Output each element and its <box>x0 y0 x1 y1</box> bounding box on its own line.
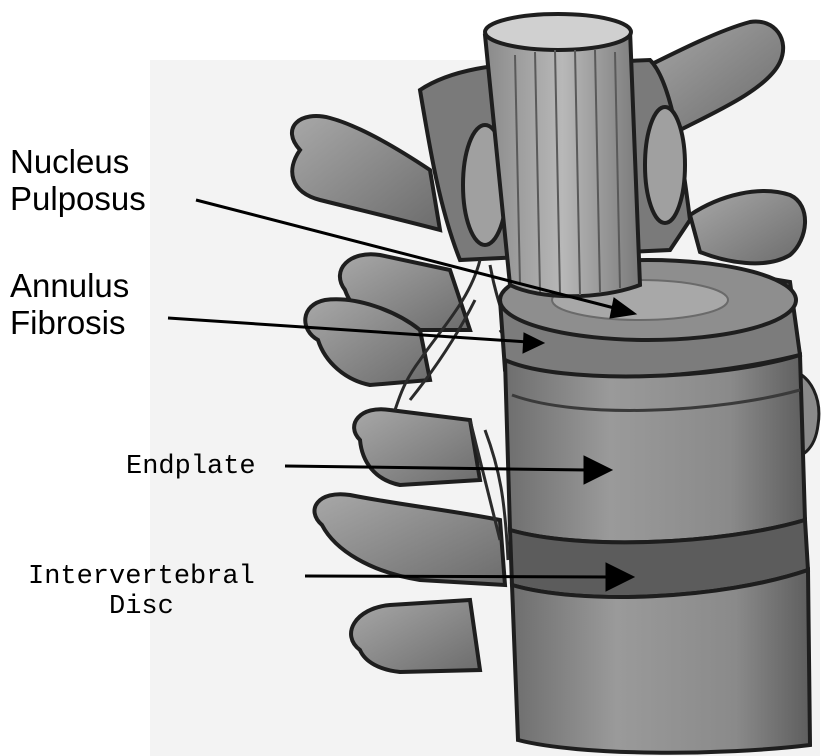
vertebral-body <box>505 355 805 542</box>
label-endplate: Endplate <box>126 452 256 482</box>
label-intervertebral-disc: Intervertebral Disc <box>28 562 255 622</box>
leader-line-disc <box>305 576 612 577</box>
facet-joint-right <box>645 107 685 223</box>
label-annulus-fibrosis: Annulus Fibrosis <box>10 268 129 342</box>
vertebral-body-lower <box>512 570 810 753</box>
label-nucleus-pulposus: Nucleus Pulposus <box>10 144 146 218</box>
spinal-cord-top <box>485 14 631 50</box>
transverse-process-base-left <box>351 600 480 672</box>
